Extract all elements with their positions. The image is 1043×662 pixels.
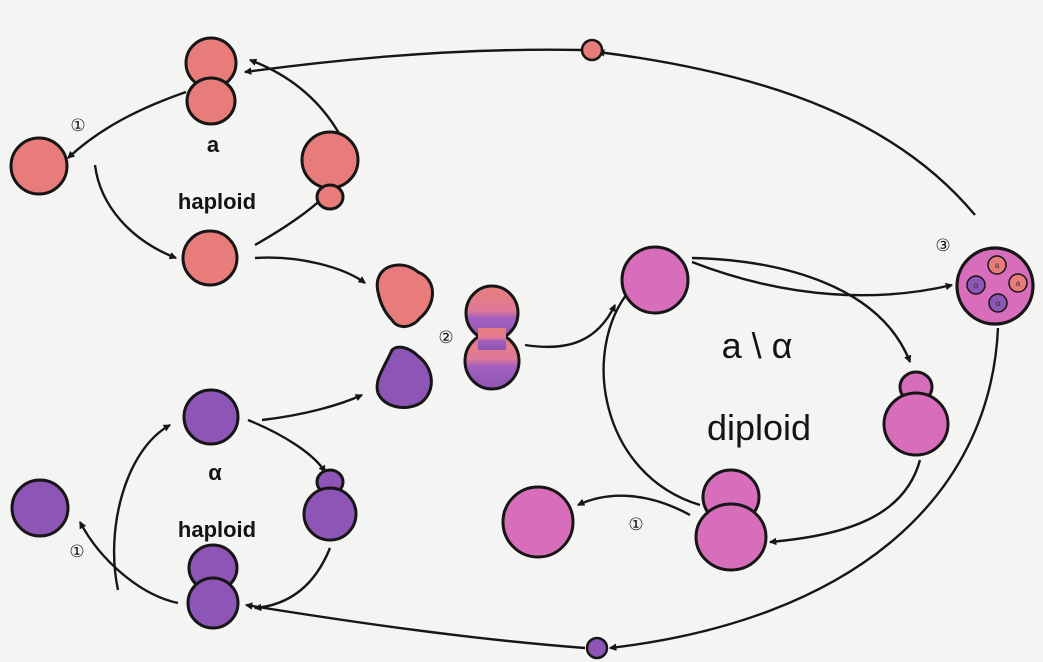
arrow-ascus-to-a-cycle (596, 49, 976, 216)
alpha-budding-cell (186, 543, 240, 630)
arrow-a-spore-to-cycle (243, 48, 583, 75)
arrow-alpha-budding-to-detached (78, 521, 179, 605)
arrow-diploid-to-budding (691, 256, 912, 364)
arrow-a-detached-to-cell (93, 164, 178, 260)
budding-marker-diploid: ① (628, 515, 643, 534)
alpha-spore (585, 636, 609, 660)
meiosis-marker: ③ (935, 236, 950, 255)
zygote-cell (463, 284, 521, 391)
ascus-spore-a-top: a (987, 255, 1007, 275)
ascus-spore-a-right: a (1008, 273, 1028, 293)
a-early-bud-cell (300, 130, 360, 211)
alpha-shmoo-cell (375, 345, 433, 409)
svg-text:a: a (995, 261, 1000, 270)
step-markers: ① ① ① ② ③ (69, 116, 950, 561)
a-shmoo-cell (375, 263, 434, 328)
diploid-ploidy-label: diploid (707, 407, 811, 448)
arrow-a-to-mating (254, 256, 366, 284)
ascus-wall (955, 246, 1035, 326)
diploid-detached-cell (501, 485, 575, 559)
arrow-diploid-budding-to-large (768, 459, 922, 546)
a-haploid-cell (181, 229, 239, 287)
mating-marker: ② (438, 328, 453, 347)
a-budding-cell (184, 36, 238, 126)
ascus: a a α α (955, 246, 1035, 326)
budding-marker-a: ① (70, 116, 85, 135)
a-detached-cell (9, 136, 69, 196)
budding-marker-alpha: ① (69, 542, 84, 561)
arrow-alpha-to-mating (261, 393, 364, 422)
alpha-detached-cell (10, 478, 70, 538)
arrow-alpha-spore-to-cycle (244, 602, 586, 650)
diploid-early-bud-cell (882, 370, 950, 457)
a-type-label: a (207, 132, 220, 157)
ascus-spore-alpha-left: α (966, 275, 986, 295)
arrow-diploid-to-ascus (691, 260, 954, 297)
a-haploid-cycle (9, 36, 360, 287)
alpha-ploidy-label: haploid (178, 517, 256, 542)
labels: a haploid α haploid a \ α diploid (178, 132, 811, 542)
alpha-type-label: α (208, 460, 222, 485)
mating-stage (375, 263, 521, 409)
svg-text:a: a (1016, 279, 1021, 288)
diploid-cycle (501, 245, 950, 572)
a-spore (580, 38, 604, 62)
svg-text:α: α (974, 281, 979, 290)
diploid-cell (620, 245, 690, 315)
arrow-alpha-early-bud-to-budding (253, 547, 332, 612)
arrow-zygote-to-diploid (524, 303, 617, 349)
arrow-alpha-detached-to-cell (112, 423, 171, 591)
arrow-a-budding-to-detached (67, 90, 187, 159)
arrow-diploid-large-to-cell (602, 289, 701, 507)
arrow-ascus-to-alpha-cycle (608, 327, 1000, 651)
arrow-alpha-cell-to-early-bud (247, 418, 327, 473)
diploid-type-label: a \ α (722, 325, 793, 366)
svg-text:α: α (996, 299, 1001, 308)
ascus-spore-alpha-bottom: α (988, 293, 1008, 313)
diploid-budding-cell (694, 468, 768, 572)
arrow-diploid-bud-detached (576, 494, 691, 517)
a-ploidy-label: haploid (178, 189, 256, 214)
alpha-haploid-cycle (10, 388, 358, 630)
alpha-early-bud-cell (302, 468, 358, 542)
arrow-a-early-bud-to-budding (248, 58, 342, 136)
alpha-haploid-cell (182, 388, 240, 446)
arrows (67, 48, 1000, 651)
